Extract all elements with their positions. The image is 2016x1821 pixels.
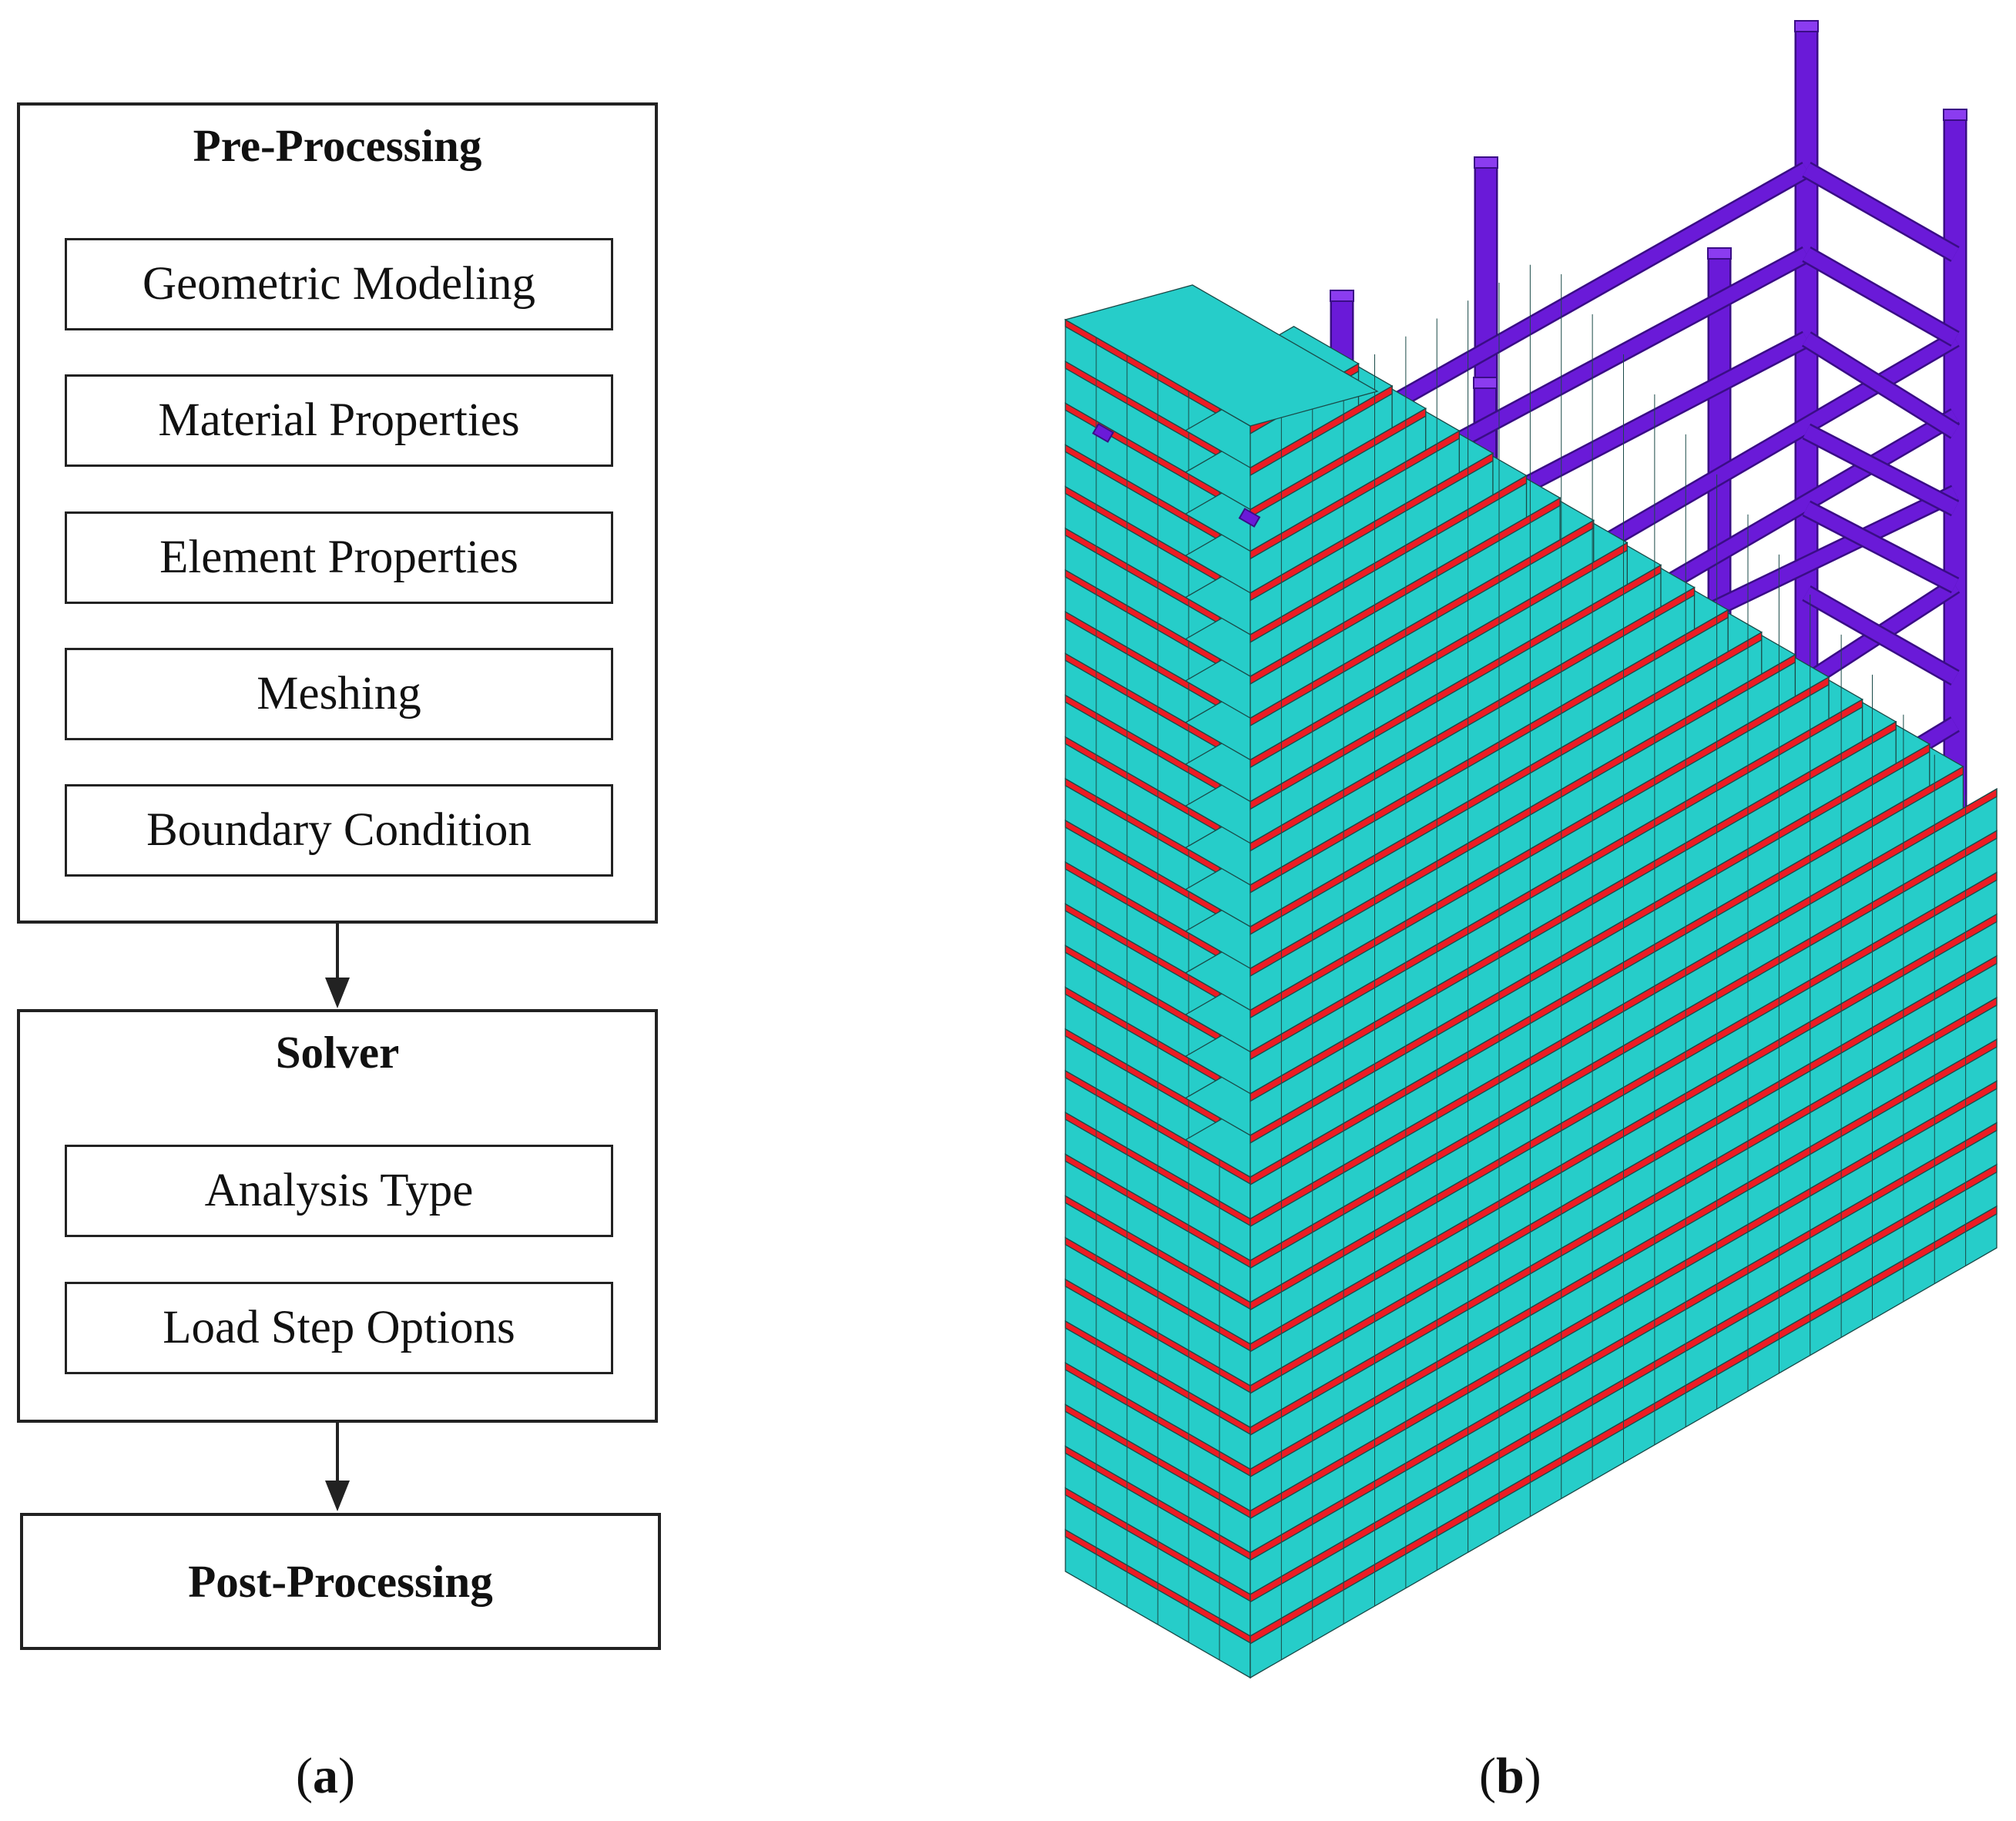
caption-a: (a) bbox=[296, 1748, 355, 1804]
material-properties-step: Material Properties bbox=[65, 374, 613, 467]
meshing-step: Meshing bbox=[65, 648, 613, 740]
rebar-cap-5 bbox=[1707, 247, 1732, 260]
wall-mesh bbox=[1064, 264, 1998, 1679]
rebar-cross-2-fill bbox=[1803, 333, 1959, 438]
geometric-modeling-step: Geometric Modeling bbox=[65, 238, 613, 330]
analysis-type-step: Analysis Type bbox=[65, 1145, 613, 1237]
solver-box: Solver Analysis Type Load Step Options bbox=[17, 1009, 658, 1423]
caption-b-letter: b bbox=[1495, 1748, 1525, 1804]
pre-processing-title: Pre-Processing bbox=[193, 120, 482, 171]
boundary-condition-step: Boundary Condition bbox=[65, 784, 613, 877]
flange-top bbox=[1064, 284, 1379, 427]
rebar-cross-4-fill bbox=[1803, 502, 1959, 592]
post-processing-title: Post-Processing bbox=[188, 1555, 493, 1607]
pre-processing-box: Pre-Processing Geometric Modeling Materi… bbox=[17, 102, 658, 924]
caption-a-letter: a bbox=[312, 1748, 338, 1804]
masonry-wall-mesh-icon bbox=[1064, 20, 1998, 1679]
rebar-cap-4 bbox=[1473, 377, 1498, 389]
post-processing-box: Post-Processing bbox=[20, 1513, 661, 1650]
rebar-cap-0 bbox=[1330, 290, 1354, 302]
rebar-cap-3 bbox=[1943, 109, 1967, 121]
rebar-cap-2 bbox=[1794, 20, 1819, 32]
arrow-solver-to-post bbox=[325, 1421, 350, 1511]
rebar-cross-3-fill bbox=[1803, 425, 1959, 515]
rebar-cross-5-fill bbox=[1803, 587, 1959, 684]
rebar-cap-1 bbox=[1474, 156, 1498, 169]
element-properties-step: Element Properties bbox=[65, 511, 613, 604]
rebar-cross-1-fill bbox=[1803, 248, 1959, 345]
rebar-end-1 bbox=[1238, 508, 1261, 528]
arrow-pre-to-solver bbox=[325, 922, 350, 1008]
caption-b: (b) bbox=[1479, 1748, 1541, 1804]
load-step-options-step: Load Step Options bbox=[65, 1282, 613, 1374]
rebar-end-0 bbox=[1092, 423, 1115, 443]
solver-title: Solver bbox=[275, 1027, 400, 1078]
rebar-cross-0-fill bbox=[1803, 163, 1959, 260]
